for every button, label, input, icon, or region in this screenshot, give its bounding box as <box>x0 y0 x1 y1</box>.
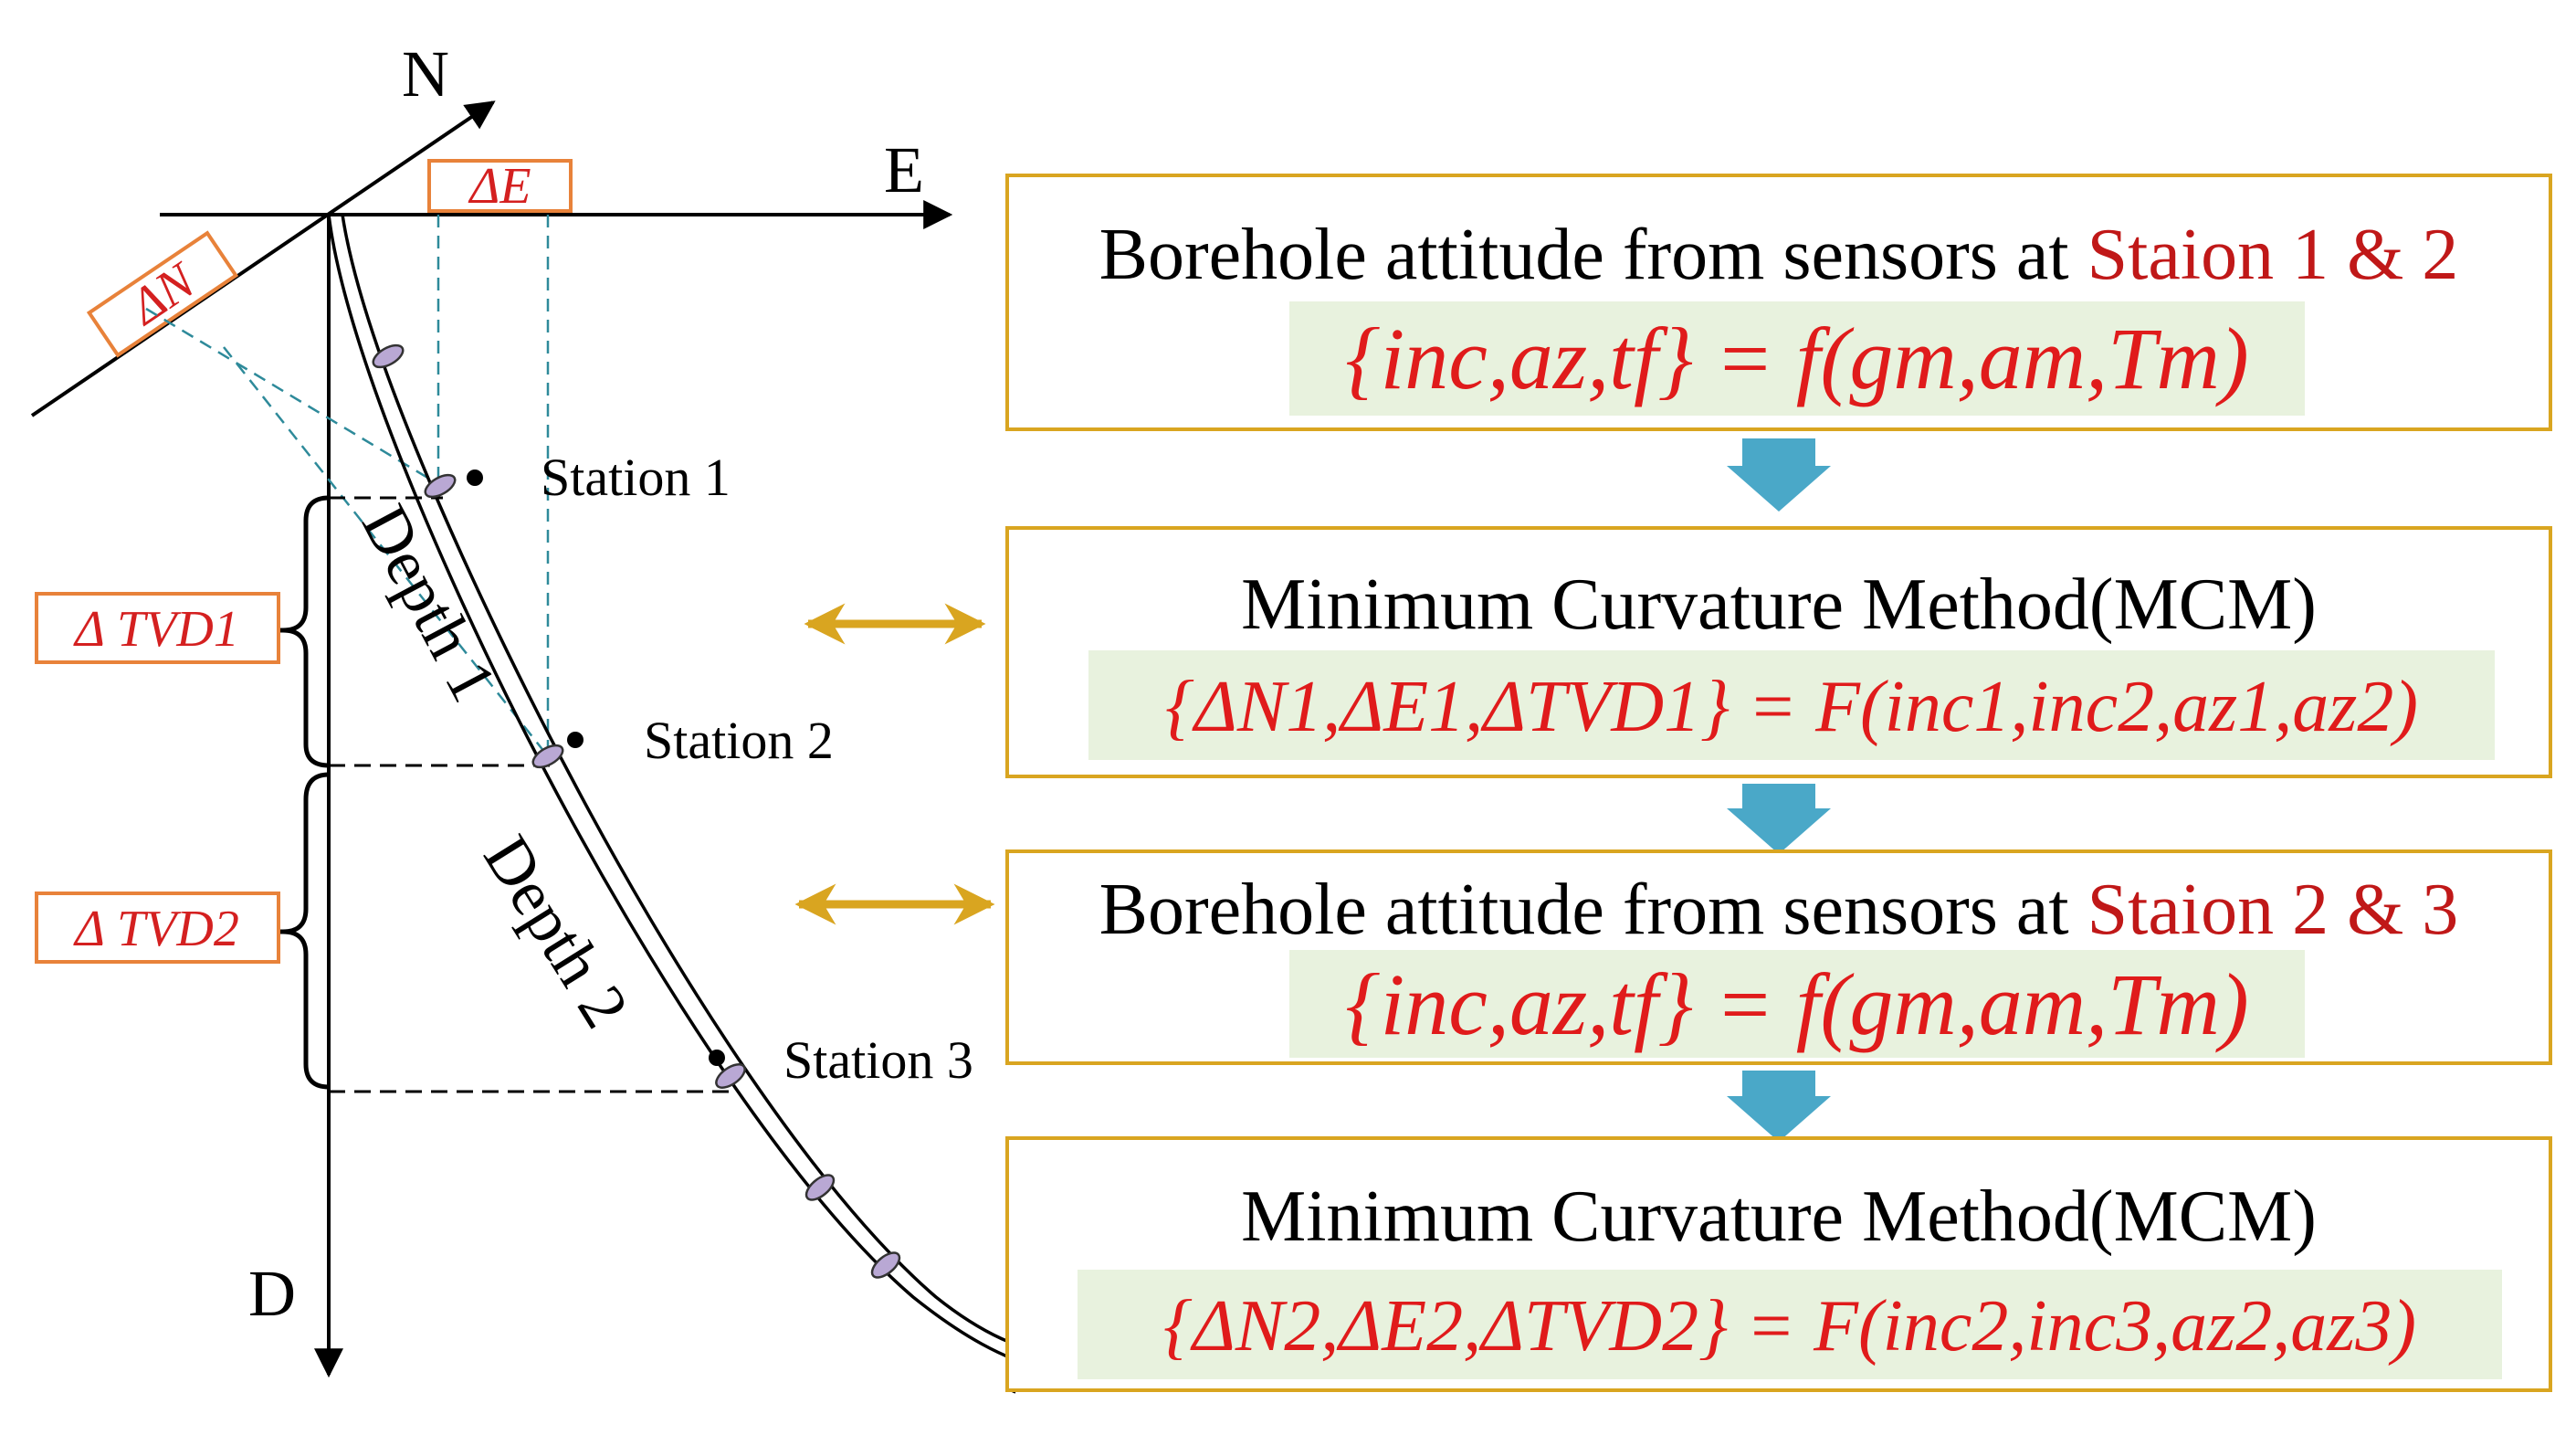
box-4-formula: {ΔN2,ΔE2,ΔTVD2} = F(inc2,inc3,az2,az3) <box>1163 1286 2416 1366</box>
svg-text:Δ TVD1: Δ TVD1 <box>73 601 239 658</box>
down-axis-label: D <box>248 1257 296 1330</box>
station-2: Station 2 <box>567 711 834 770</box>
box-attitude-1: Borehole attitude from sensors at Staion… <box>1005 174 2552 431</box>
delta-n-label: ΔN <box>86 230 239 358</box>
svg-text:ΔE: ΔE <box>468 158 531 215</box>
box-1-title: Borehole attitude from sensors at Staion… <box>1099 215 2459 295</box>
sensor-markers <box>372 343 901 1279</box>
depth-dashed-lines <box>329 496 731 1093</box>
delta-e-label: ΔE <box>427 158 573 215</box>
flow-arrow-2 <box>1727 784 1831 854</box>
svg-text:Station 3: Station 3 <box>783 1030 973 1090</box>
tvd2-label: Δ TVD2 <box>35 892 280 964</box>
box-2-formula: {ΔN1,ΔE1,ΔTVD1} = F(inc1,inc2,az1,az2) <box>1165 667 2418 747</box>
tvd1-label: Δ TVD1 <box>35 592 280 664</box>
north-axis-label: N <box>402 37 449 111</box>
depth-1-label: Depth 1 <box>348 493 511 713</box>
box-3-formula: {inc,az,tf} = f(gm,am,Tm) <box>1345 955 2249 1053</box>
box-attitude-2: Borehole attitude from sensors at Staion… <box>1005 849 2552 1065</box>
station-1: Station 1 <box>467 448 731 507</box>
box-2-title: Minimum Curvature Method(MCM) <box>1241 565 2317 645</box>
box-3-title: Borehole attitude from sensors at Staion… <box>1099 870 2459 950</box>
box-1-formula: {inc,az,tf} = f(gm,am,Tm) <box>1345 310 2249 407</box>
flow-arrow-3 <box>1727 1071 1831 1142</box>
projection-lines <box>145 215 550 757</box>
flow-arrow-1 <box>1727 438 1831 512</box>
svg-text:Δ TVD2: Δ TVD2 <box>73 901 239 957</box>
station-3: Station 3 <box>709 1030 973 1090</box>
svg-text:Station 1: Station 1 <box>541 448 731 507</box>
north-axis <box>30 100 496 417</box>
east-axis-label: E <box>884 133 924 206</box>
box-mcm-1: Minimum Curvature Method(MCM) {ΔN1,ΔE1,Δ… <box>1005 526 2552 778</box>
depth-2-label: Depth 2 <box>469 823 643 1039</box>
box-4-title: Minimum Curvature Method(MCM) <box>1241 1176 2317 1257</box>
svg-text:Station 2: Station 2 <box>644 711 834 770</box>
box-mcm-2: Minimum Curvature Method(MCM) {ΔN2,ΔE2,Δ… <box>1005 1136 2552 1392</box>
